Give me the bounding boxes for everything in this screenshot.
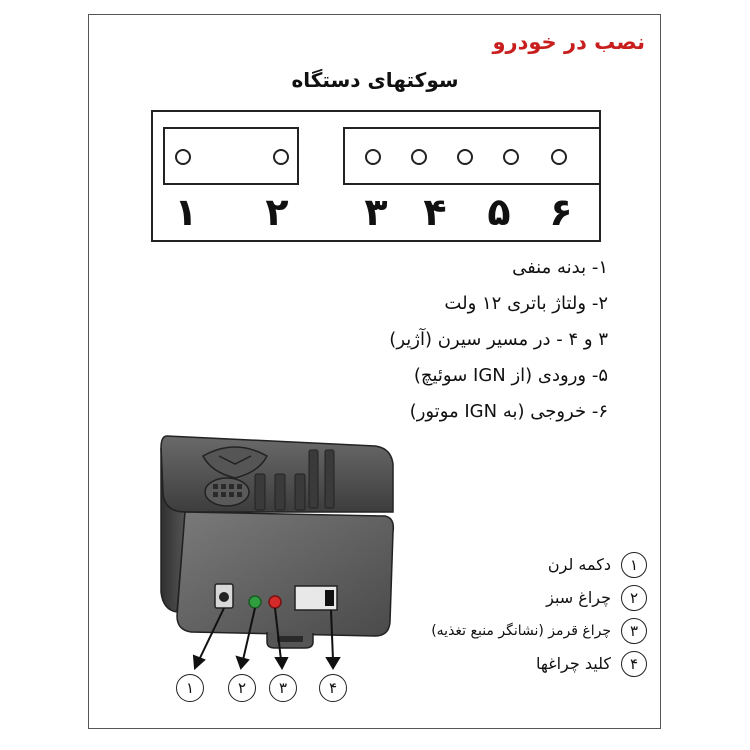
callout-circle-4: ۴ bbox=[319, 674, 347, 702]
callout-circle-2: ۲ bbox=[228, 674, 256, 702]
legend-item: ۴ کلید چراغها bbox=[431, 647, 647, 680]
socket-block-right bbox=[343, 127, 601, 185]
socket-number-4: ۴ bbox=[423, 190, 447, 234]
legend-item: ۱ دکمه لرن bbox=[431, 548, 647, 581]
device-legend: ۱ دکمه لرن ۲ چراغ سبز ۳ چراغ قرمز (نشانگ… bbox=[431, 548, 647, 680]
red-led-icon bbox=[268, 595, 282, 609]
socket-number-6: ۶ bbox=[549, 190, 573, 234]
device-illustration bbox=[160, 435, 395, 671]
socket-number-3: ۳ bbox=[364, 190, 388, 234]
shield-logo-icon bbox=[202, 446, 268, 479]
socket-pin-hole bbox=[457, 149, 473, 165]
socket-number-2: ۲ bbox=[265, 190, 289, 234]
pin-description-item: ۵- ورودی (از IGN سوئیچ) bbox=[413, 365, 608, 386]
vent-slot bbox=[254, 473, 266, 511]
diagram-frame bbox=[88, 14, 661, 729]
legend-item: ۳ چراغ قرمز (نشانگر منبع تغذیه) bbox=[431, 614, 647, 647]
device-front-face bbox=[176, 511, 395, 637]
pin-description-item: ۳ و ۴ - در مسیر سیرن (آژیر) bbox=[389, 329, 608, 350]
legend-number: ۳ bbox=[621, 617, 647, 644]
vent-slot bbox=[294, 473, 306, 511]
pin-description-item: ۱- بدنه منفی bbox=[512, 257, 608, 278]
socket-pin-hole bbox=[365, 149, 381, 165]
socket-pin-hole bbox=[411, 149, 427, 165]
socket-pin-hole bbox=[503, 149, 519, 165]
connector-port bbox=[204, 477, 250, 507]
socket-number-5: ۵ bbox=[487, 190, 511, 234]
pin-description-list: ۱- بدنه منفی ۲- ولتاژ باتری ۱۲ ولت ۳ و ۴… bbox=[389, 250, 608, 430]
vent-slot bbox=[308, 449, 319, 509]
socket-diagram: ۱ ۲ ۳ ۴ ۵ ۶ bbox=[151, 110, 601, 242]
vent-slot bbox=[324, 449, 335, 509]
pin-description-item: ۲- ولتاژ باتری ۱۲ ولت bbox=[444, 293, 608, 314]
legend-label: کلید چراغها bbox=[535, 654, 611, 673]
section-subtitle: سوکتهای دستگاه bbox=[291, 68, 459, 92]
socket-number-1: ۱ bbox=[174, 190, 198, 234]
legend-label: چراغ سبز bbox=[546, 588, 611, 607]
socket-pin-hole bbox=[175, 149, 191, 165]
legend-number: ۱ bbox=[621, 551, 647, 578]
green-led-icon bbox=[248, 595, 262, 609]
page-title: نصب در خودرو bbox=[492, 30, 645, 54]
legend-number: ۲ bbox=[621, 584, 647, 611]
legend-item: ۲ چراغ سبز bbox=[431, 581, 647, 614]
callout-circle-3: ۳ bbox=[269, 674, 297, 702]
callout-arrows bbox=[192, 607, 341, 671]
socket-pin-hole bbox=[551, 149, 567, 165]
callout-circle-1: ۱ bbox=[176, 674, 204, 702]
socket-block-left bbox=[163, 127, 299, 185]
socket-pin-hole bbox=[273, 149, 289, 165]
vent-slot bbox=[274, 473, 286, 511]
pin-description-item: ۶- خروجی (به IGN موتور) bbox=[409, 401, 608, 422]
legend-number: ۴ bbox=[621, 650, 647, 677]
legend-label: چراغ قرمز (نشانگر منبع تغذیه) bbox=[431, 622, 611, 639]
legend-label: دکمه لرن bbox=[547, 555, 611, 574]
